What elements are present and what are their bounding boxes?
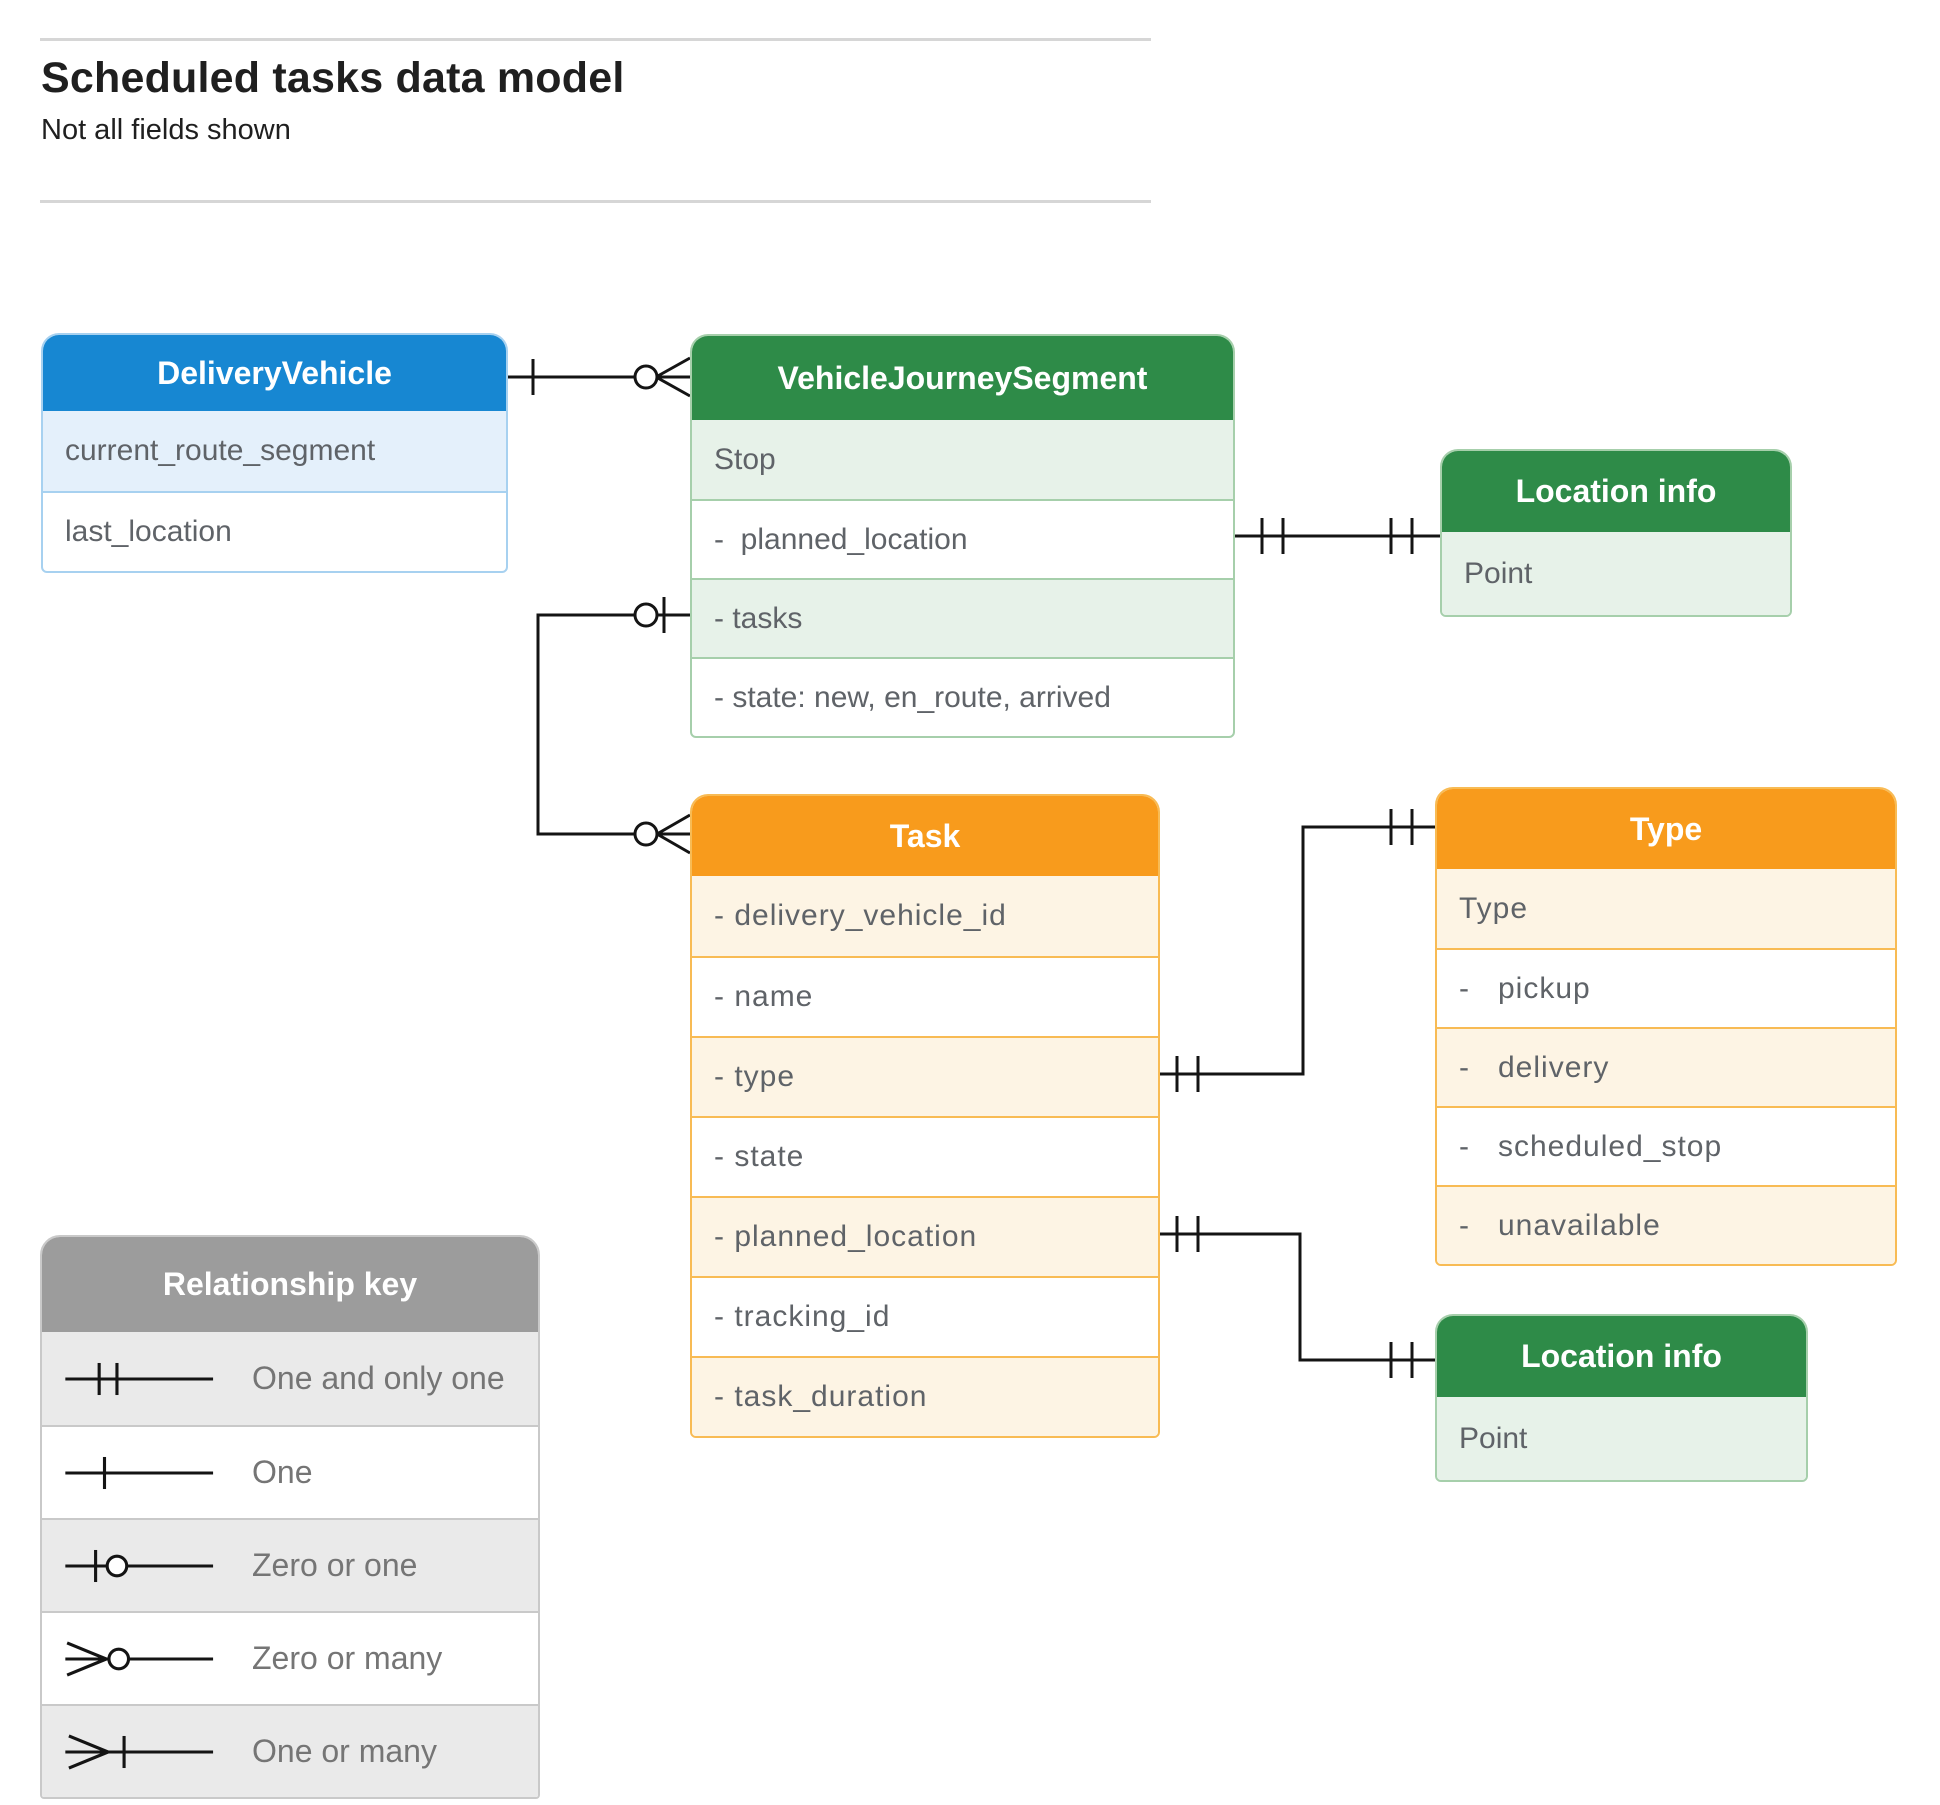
title-bottom-divider (40, 200, 1151, 203)
zero-or-many-icon (65, 1641, 214, 1676)
entity-vehicle-journey-segment: VehicleJourneySegment Stop - planned_loc… (690, 334, 1235, 738)
entity-task: Task - delivery_vehicle_id - name - type… (690, 794, 1160, 1438)
entity-location-info-bottom-title: Location info (1437, 1316, 1806, 1397)
field-row: - task_duration (692, 1356, 1158, 1436)
field-row: - tracking_id (692, 1276, 1158, 1356)
entity-delivery-vehicle-title: DeliveryVehicle (43, 335, 506, 411)
field-row: - delivery_vehicle_id (692, 876, 1158, 956)
entity-location-info-top: Location info Point (1440, 449, 1792, 617)
entity-location-info-top-title: Location info (1442, 451, 1790, 532)
zero-or-one-icon (65, 1549, 214, 1582)
field-row: - delivery (1437, 1027, 1895, 1106)
field-row: - name (692, 956, 1158, 1036)
entity-vehicle-journey-segment-title: VehicleJourneySegment (692, 336, 1233, 420)
connector-tasks-task (536, 597, 691, 855)
page-subtitle: Not all fields shown (41, 114, 291, 146)
field-row: - unavailable (1437, 1185, 1895, 1264)
field-row: - type (692, 1036, 1158, 1116)
field-row: current_route_segment (43, 411, 506, 491)
field-row: - state (692, 1116, 1158, 1196)
one-and-only-one-icon (65, 1362, 214, 1395)
field-row: Point (1442, 532, 1790, 615)
field-row: - planned_location (692, 1196, 1158, 1276)
connector-deliveryvehicle-vehiclejourneysegment (508, 356, 691, 398)
field-row: last_location (43, 491, 506, 571)
field-row: - state: new, en_route, arrived (692, 657, 1233, 736)
field-row: - planned_location (692, 499, 1233, 578)
legend-row: One and only one (42, 1332, 538, 1425)
connector-plannedlocation-locationinfo-top (1235, 518, 1440, 554)
legend-label: One (252, 1454, 313, 1490)
one-icon (65, 1456, 214, 1489)
entity-delivery-vehicle: DeliveryVehicle current_route_segment la… (41, 333, 508, 573)
legend-label: One or many (252, 1733, 437, 1769)
page-title: Scheduled tasks data model (41, 54, 625, 102)
entity-type: Type Type - pickup - delivery - schedule… (1435, 787, 1897, 1266)
field-row: Point (1437, 1397, 1806, 1480)
field-row: Stop (692, 420, 1233, 499)
entity-location-info-bottom: Location info Point (1435, 1314, 1808, 1482)
field-row: - tasks (692, 578, 1233, 657)
legend-label: One and only one (252, 1360, 505, 1396)
one-or-many-icon (65, 1734, 214, 1769)
entity-task-title: Task (692, 796, 1158, 876)
field-row: - pickup (1437, 948, 1895, 1027)
legend-row: One (42, 1425, 538, 1518)
connector-type-type-entity (1160, 809, 1435, 1092)
top-divider (40, 38, 1151, 41)
legend-label: Zero or many (252, 1640, 443, 1676)
field-row: Type (1437, 869, 1895, 948)
connector-plannedlocation-locationinfo-bottom (1160, 1216, 1435, 1378)
legend-row: Zero or many (42, 1611, 538, 1704)
relationship-key: Relationship key One and only one One Ze… (40, 1235, 540, 1799)
field-row: - scheduled_stop (1437, 1106, 1895, 1185)
legend-row: One or many (42, 1704, 538, 1797)
entity-type-title: Type (1437, 789, 1895, 869)
legend-row: Zero or one (42, 1518, 538, 1611)
relationship-key-title: Relationship key (42, 1237, 538, 1332)
legend-label: Zero or one (252, 1547, 418, 1583)
